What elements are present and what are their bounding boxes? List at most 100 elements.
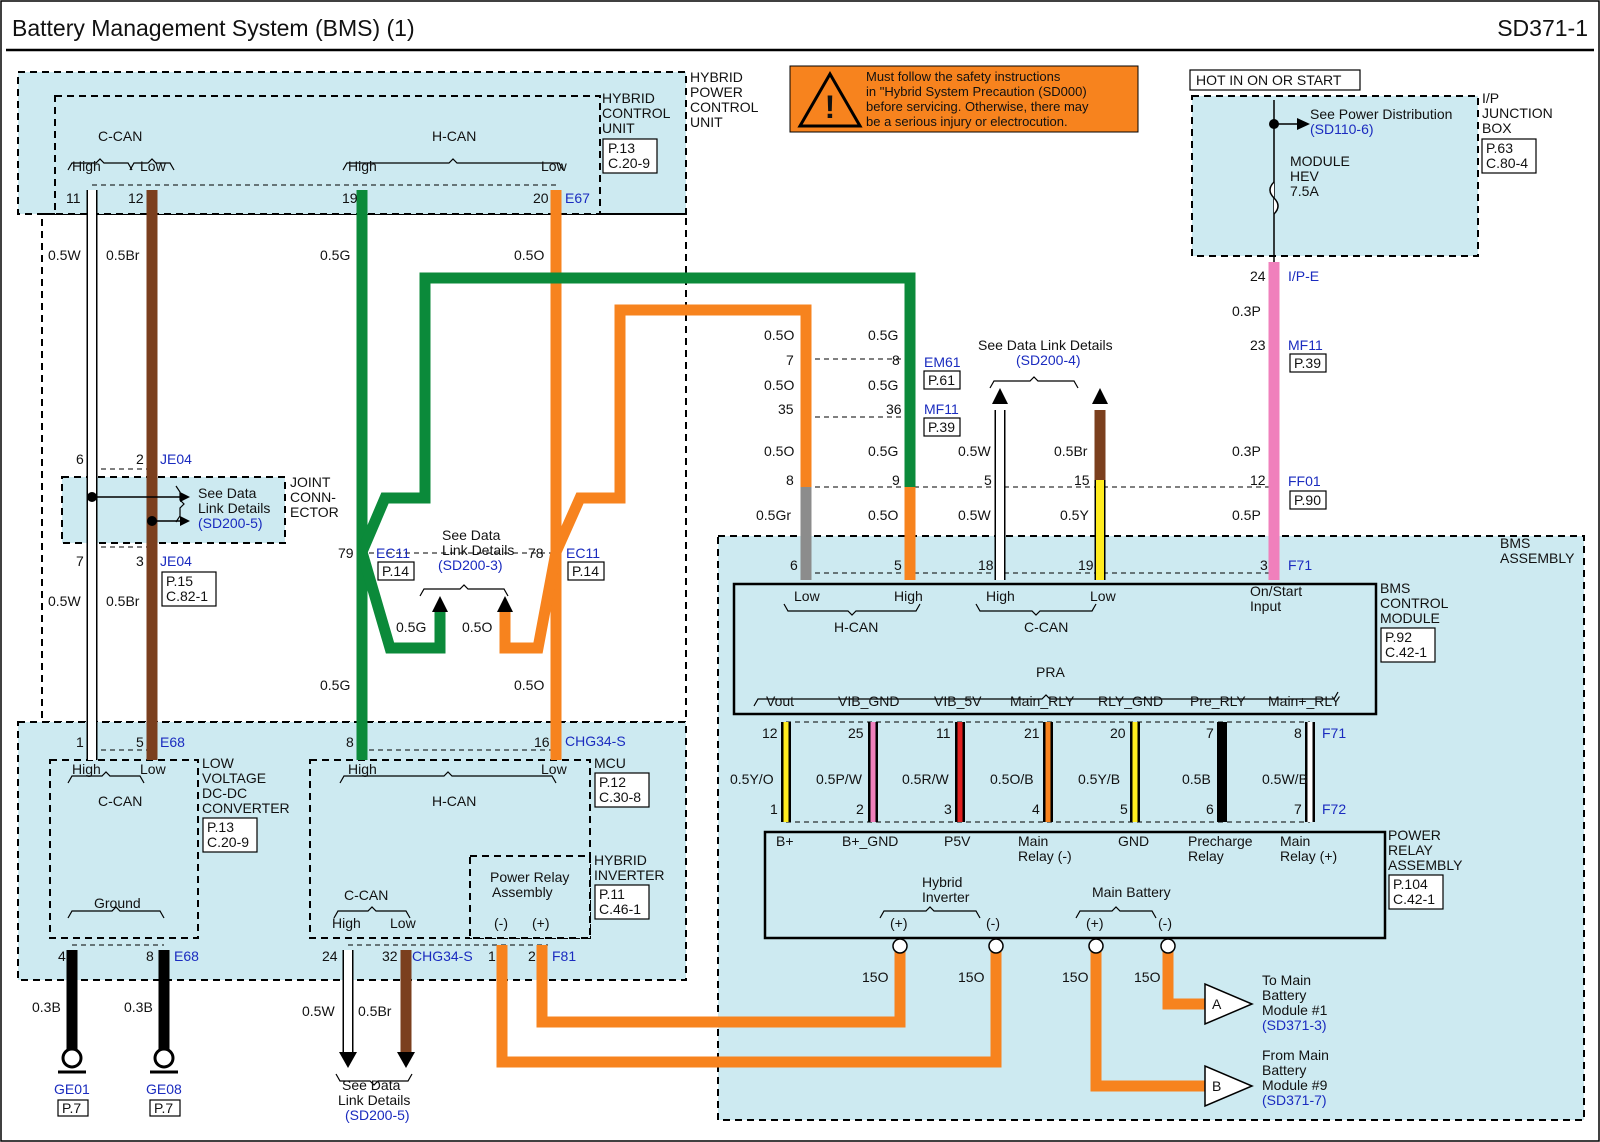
svg-text:Pre_RLY: Pre_RLY [1190, 693, 1246, 709]
svg-text:5: 5 [136, 734, 144, 750]
svg-text:CONTROL: CONTROL [1380, 595, 1449, 611]
svg-text:H-CAN: H-CAN [432, 128, 476, 144]
svg-text:24: 24 [322, 948, 338, 964]
svg-text:Low: Low [390, 915, 417, 931]
svg-text:GND: GND [1118, 833, 1149, 849]
svg-text:1: 1 [770, 801, 778, 817]
svg-text:(SD200-5): (SD200-5) [198, 515, 263, 531]
svg-text:Relay: Relay [1188, 848, 1224, 864]
svg-text:18: 18 [978, 557, 994, 573]
svg-text:See Data Link Details: See Data Link Details [978, 337, 1113, 353]
svg-text:P.92: P.92 [1385, 629, 1412, 645]
svg-text:Low: Low [541, 158, 568, 174]
svg-text:0.5Y/O: 0.5Y/O [730, 771, 774, 787]
svg-text:15O: 15O [1134, 969, 1161, 985]
svg-text:MF11: MF11 [924, 401, 959, 417]
svg-text:JOINT: JOINT [290, 474, 331, 490]
svg-text:Power Relay: Power Relay [490, 869, 569, 885]
svg-text:JE04: JE04 [160, 451, 192, 467]
svg-text:CONTROL: CONTROL [690, 99, 759, 115]
svg-text:P.39: P.39 [928, 419, 955, 435]
warning-line-3: before servicing. Otherwise, there may [866, 99, 1089, 114]
svg-text:8: 8 [146, 948, 154, 964]
svg-text:(-): (-) [986, 915, 1000, 931]
svg-text:C.20-9: C.20-9 [207, 834, 249, 850]
svg-text:0.5O: 0.5O [514, 677, 544, 693]
svg-text:VIB_GND: VIB_GND [838, 693, 899, 709]
svg-text:1: 1 [488, 948, 496, 964]
svg-text:0.5G: 0.5G [868, 327, 898, 343]
hot-label: HOT IN ON OR START [1196, 72, 1342, 88]
svg-text:High: High [348, 158, 377, 174]
svg-text:0.5Br: 0.5Br [106, 593, 140, 609]
svg-text:(SD110-6): (SD110-6) [1310, 121, 1374, 137]
svg-text:20: 20 [1110, 725, 1126, 741]
svg-text:0.5Br: 0.5Br [358, 1003, 392, 1019]
svg-text:Low: Low [140, 158, 167, 174]
svg-text:C.42-1: C.42-1 [1393, 891, 1435, 907]
warning-line-1: Must follow the safety instructions [866, 69, 1061, 84]
svg-text:C.20-9: C.20-9 [608, 155, 650, 171]
svg-text:0.5W: 0.5W [48, 247, 81, 263]
svg-text:High: High [72, 761, 101, 777]
svg-text:E68: E68 [160, 734, 185, 750]
svg-text:P.39: P.39 [1294, 355, 1321, 371]
svg-text:6: 6 [790, 557, 798, 573]
hcu-box [54, 95, 601, 215]
svg-text:7: 7 [786, 352, 794, 368]
svg-text:0.5O: 0.5O [462, 619, 492, 635]
braces [67, 158, 1339, 1086]
svg-text:RELAY: RELAY [1388, 842, 1434, 858]
svg-text:36: 36 [886, 401, 902, 417]
svg-text:On/Start: On/Start [1250, 583, 1302, 599]
wires [66, 190, 1315, 1092]
svg-text:CONVERTER: CONVERTER [202, 800, 290, 816]
svg-text:15O: 15O [958, 969, 985, 985]
svg-text:VOLTAGE: VOLTAGE [202, 770, 266, 786]
svg-text:JE04: JE04 [160, 553, 192, 569]
svg-text:8: 8 [786, 472, 794, 488]
svg-text:19: 19 [1078, 557, 1094, 573]
svg-text:0.3B: 0.3B [32, 999, 61, 1015]
svg-text:P.104: P.104 [1393, 876, 1428, 892]
svg-text:0.3P: 0.3P [1232, 303, 1261, 319]
svg-text:ECTOR: ECTOR [290, 504, 339, 520]
svg-text:VIB_5V: VIB_5V [934, 693, 982, 709]
svg-text:P5V: P5V [944, 833, 971, 849]
svg-text:Low: Low [541, 761, 568, 777]
svg-text:P.14: P.14 [382, 563, 409, 579]
svg-text:(+): (+) [532, 915, 550, 931]
svg-text:MODULE: MODULE [1380, 610, 1440, 626]
pin-numbers: 11 12 19 20 6 2 7 3 79 78 1 5 8 16 4 8 2… [58, 190, 1302, 964]
svg-text:0.5O: 0.5O [764, 443, 794, 459]
svg-text:Main Battery: Main Battery [1092, 884, 1171, 900]
svg-text:GE01: GE01 [54, 1081, 90, 1097]
svg-text:0.5P/W: 0.5P/W [816, 771, 863, 787]
terminals [892, 938, 1176, 954]
ipjb-box [1191, 95, 1479, 257]
svg-text:Ground: Ground [94, 895, 141, 911]
svg-text:CHG34-S: CHG34-S [565, 733, 626, 749]
svg-text:0.5O: 0.5O [764, 377, 794, 393]
svg-text:35: 35 [778, 401, 794, 417]
svg-text:1: 1 [76, 734, 84, 750]
svg-text:See Data: See Data [442, 527, 501, 543]
svg-text:Battery: Battery [1262, 1062, 1306, 1078]
svg-text:Battery: Battery [1262, 987, 1306, 1003]
svg-text:Input: Input [1250, 598, 1281, 614]
svg-text:0.5Br: 0.5Br [1054, 443, 1088, 459]
svg-text:High: High [986, 588, 1015, 604]
svg-text:20: 20 [533, 190, 549, 206]
svg-text:15O: 15O [862, 969, 889, 985]
svg-text:21: 21 [1024, 725, 1040, 741]
svg-text:HYBRID: HYBRID [602, 90, 655, 106]
svg-text:0.5G: 0.5G [868, 377, 898, 393]
svg-text:P.61: P.61 [928, 372, 955, 388]
svg-text:MF11: MF11 [1288, 337, 1323, 353]
svg-text:0.5W: 0.5W [958, 443, 991, 459]
svg-text:CONN-: CONN- [290, 489, 336, 505]
joint-connector-box [61, 476, 286, 544]
svg-text:0.5W: 0.5W [958, 507, 991, 523]
svg-text:Low: Low [140, 761, 167, 777]
svg-text:0.5G: 0.5G [396, 619, 426, 635]
